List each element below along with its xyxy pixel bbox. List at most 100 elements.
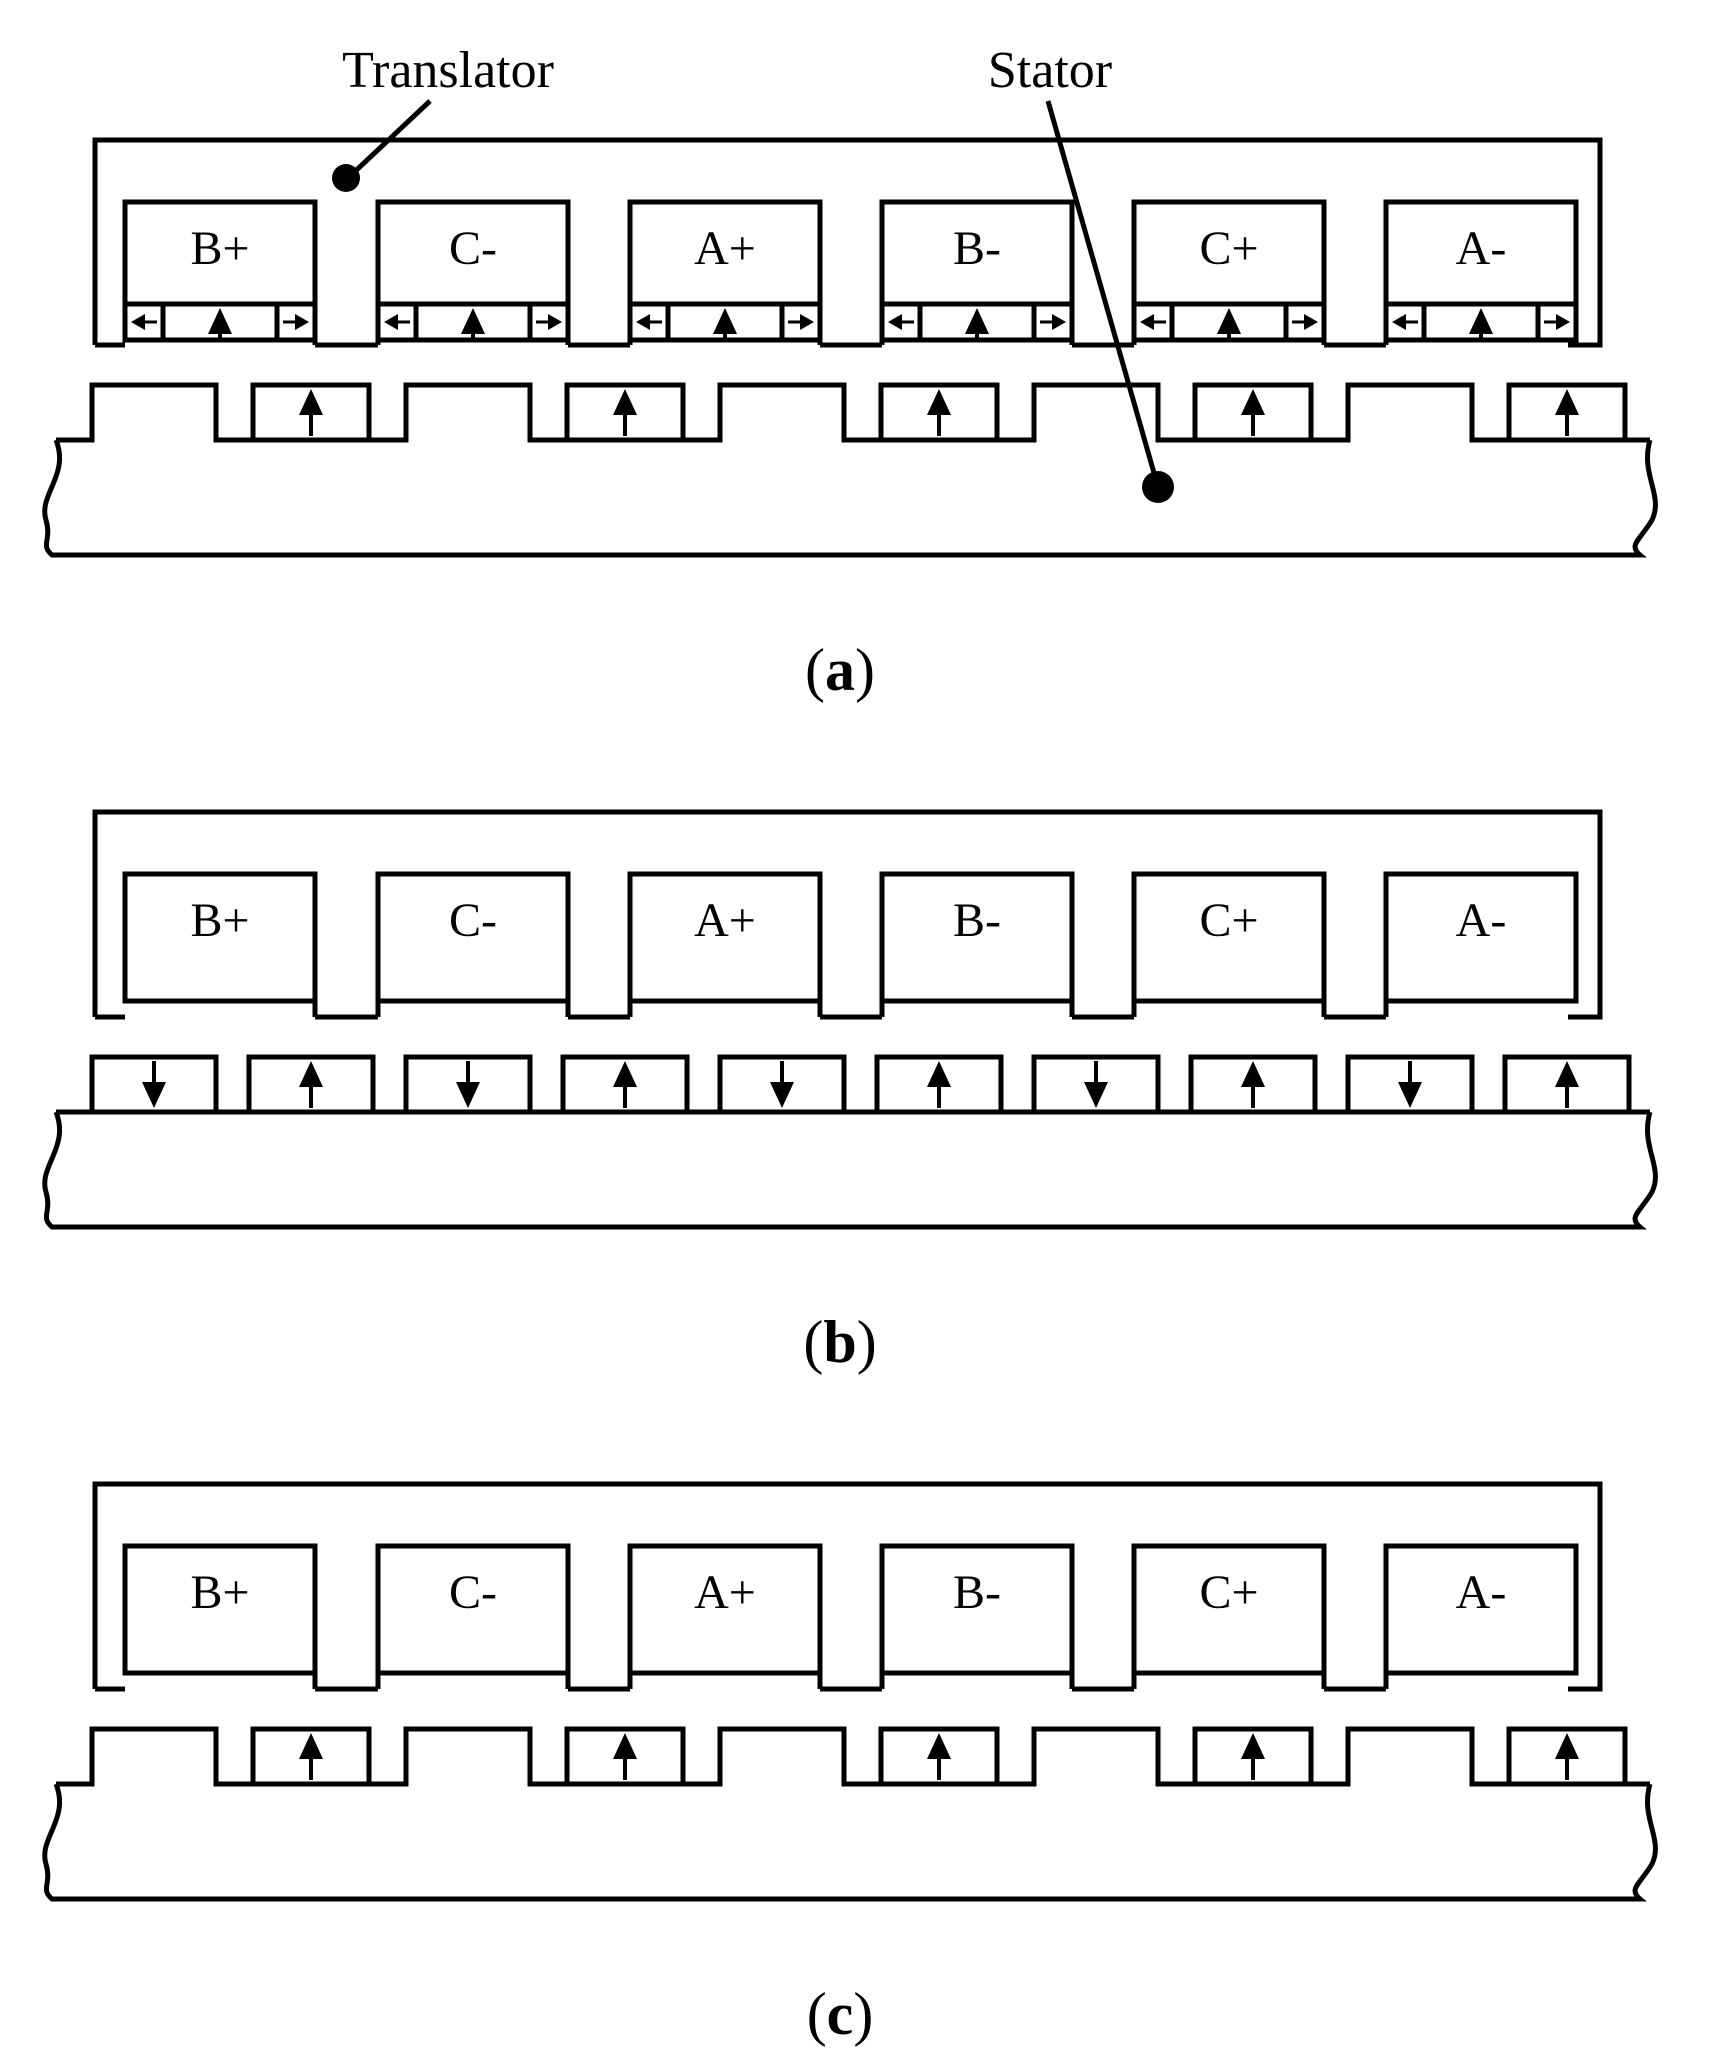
- magnet-arrow-up: [1555, 1733, 1579, 1780]
- arrow-head: [1140, 314, 1154, 330]
- translator-magnet-array-3: [879, 301, 1075, 343]
- coil-label: C+: [1199, 1566, 1258, 1619]
- arrow-head: [299, 1061, 323, 1087]
- stator-magnet: [1192, 1726, 1314, 1787]
- translator-magnet-array-1: [375, 301, 571, 343]
- arrow-head: [636, 314, 650, 330]
- panel-c: B+C-A+B-C+A-(c): [42, 1481, 1658, 2047]
- magnet-arrow-right: [1544, 314, 1570, 330]
- coil-0: B+: [122, 199, 318, 307]
- stator-magnet-1: [250, 382, 372, 443]
- stator-body: [42, 1111, 1658, 1230]
- magnet-arrow-up: [299, 389, 323, 436]
- arrow-head: [548, 314, 562, 330]
- stator-magnet-5: [874, 1054, 1004, 1115]
- coil-3: B-: [879, 1543, 1075, 1676]
- stator-magnet: [1506, 1726, 1628, 1787]
- coil-5: A-: [1383, 871, 1579, 1004]
- coil-label: B+: [190, 1566, 249, 1619]
- magnet-arrow-down: [1084, 1061, 1108, 1108]
- stator-magnet: [878, 382, 1000, 443]
- magnet-arrow-up: [1217, 308, 1241, 338]
- stator-tooth-profile: [56, 382, 1650, 443]
- stator-magnet-6: [1031, 1054, 1161, 1115]
- stator-magnet-2: [403, 1054, 533, 1115]
- arrow-head: [927, 1061, 951, 1087]
- stator: [42, 382, 1658, 558]
- stator-magnet-9: [1506, 382, 1628, 443]
- arrow-head: [613, 389, 637, 415]
- arrow-head: [1241, 389, 1265, 415]
- magnet-arrow-right: [788, 314, 814, 330]
- magnet-arrow-right: [1292, 314, 1318, 330]
- stator-magnet-7: [1192, 1726, 1314, 1787]
- translator-outline: [92, 809, 1603, 1020]
- stator-leader-line: [1045, 100, 1161, 488]
- arrow-head: [1469, 308, 1493, 334]
- panel-letter: a: [825, 637, 855, 703]
- coil-label: A+: [694, 894, 756, 947]
- magnet-arrow-left: [888, 314, 914, 330]
- stator-callout-label: Stator: [988, 42, 1112, 99]
- coil-2: A+: [627, 871, 823, 1004]
- stator-magnet: [250, 382, 372, 443]
- stator-magnet: [1506, 382, 1628, 443]
- arrow-head: [1241, 1733, 1265, 1759]
- stator-magnet-5: [878, 382, 1000, 443]
- magnet-arrow-down: [142, 1061, 166, 1108]
- coil-0: B+: [122, 871, 318, 1004]
- translator-leader-dot: [332, 164, 360, 192]
- stator-magnet: [250, 1726, 372, 1787]
- translator-magnet-frame: [122, 301, 318, 343]
- stator-magnet-3: [564, 1726, 686, 1787]
- stator-leader-dot: [1142, 471, 1174, 503]
- coil-label: B-: [953, 222, 1001, 275]
- arrow-head: [1217, 308, 1241, 334]
- translator-magnet-array-0: [122, 301, 318, 343]
- coil-label: C+: [1199, 222, 1258, 275]
- arrow-head: [208, 308, 232, 334]
- arrow-head: [1556, 314, 1570, 330]
- magnet-arrow-down: [1398, 1061, 1422, 1108]
- stator-magnet-1: [246, 1054, 376, 1115]
- arrow-head: [1555, 1733, 1579, 1759]
- translator-magnet-frame: [375, 301, 571, 343]
- coil-label: C-: [449, 1566, 497, 1619]
- magnet-arrow-left: [384, 314, 410, 330]
- arrow-head: [461, 308, 485, 334]
- coil-label: A+: [694, 222, 756, 275]
- coil-1: C-: [375, 871, 571, 1004]
- coil-box: [1383, 1543, 1579, 1676]
- stator-magnet: [1192, 382, 1314, 443]
- magnet-arrow-left: [1392, 314, 1418, 330]
- magnet-arrow-up: [1469, 308, 1493, 338]
- stator-magnet: [564, 1726, 686, 1787]
- stator-magnet-5: [878, 1726, 1000, 1787]
- translator-magnet-array-5: [1383, 301, 1579, 343]
- coil-1: C-: [375, 199, 571, 307]
- arrow-head: [927, 389, 951, 415]
- magnet-arrow-left: [1140, 314, 1166, 330]
- magnet-arrow-up: [965, 308, 989, 338]
- magnet-arrow-right: [536, 314, 562, 330]
- stator: [42, 1054, 1658, 1230]
- arrow-head: [965, 308, 989, 334]
- stator-magnet-3: [560, 1054, 690, 1115]
- panel-caption: (a): [805, 637, 875, 703]
- arrow-head: [927, 1733, 951, 1759]
- arrow-head: [888, 314, 902, 330]
- translator-leader-line: [346, 99, 432, 180]
- magnet-arrow-up: [927, 389, 951, 436]
- coil-label: A-: [1456, 1566, 1507, 1619]
- stator-magnet: [564, 382, 686, 443]
- magnet-arrow-up: [299, 1733, 323, 1780]
- coil-label: C+: [1199, 894, 1258, 947]
- panel-caption: (b): [803, 1309, 876, 1375]
- arrow-head: [1052, 314, 1066, 330]
- magnet-arrow-up: [1241, 1061, 1265, 1108]
- arrow-head: [613, 1733, 637, 1759]
- magnet-arrow-right: [283, 314, 309, 330]
- arrow-head: [131, 314, 145, 330]
- magnet-arrow-up: [613, 1733, 637, 1780]
